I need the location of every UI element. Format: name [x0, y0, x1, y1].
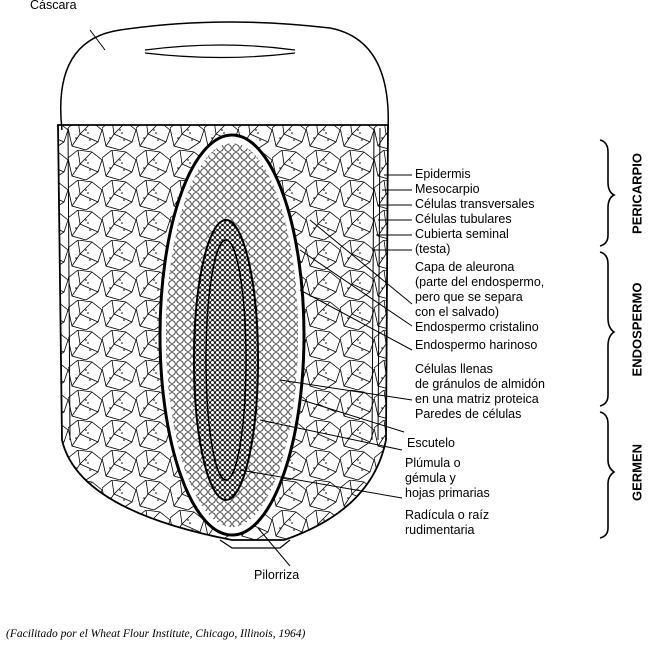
label-endospermo-cristalino: Endospermo cristalino: [415, 320, 539, 334]
hull-shape: [60, 21, 389, 131]
label-endospermo-harinoso: Endospermo harinoso: [415, 338, 538, 352]
label-cascara: Cáscara: [30, 0, 77, 12]
hull-groove: [144, 44, 296, 59]
leader-lines: [89, 29, 413, 567]
label-cubierta-seminal: Cubierta seminal: [415, 227, 509, 241]
label-epidermis: Epidermis: [415, 167, 471, 181]
label-celulas-llenas-2: de gránulos de almidón: [415, 377, 545, 391]
label-plumula-2: gémula y: [405, 471, 456, 485]
group-endospermo: ENDOSPERMO: [629, 282, 645, 377]
label-aleurona-2: (parte del endospermo,: [415, 275, 545, 289]
label-mesocarpio: Mesocarpio: [415, 182, 480, 196]
label-radicula-1: Radícula o raíz: [405, 508, 490, 522]
group-pericarpio: PERICARPIO: [629, 153, 645, 234]
label-aleurona-3: pero que se separa: [415, 290, 523, 304]
label-celulas-tubulares: Células tubulares: [415, 212, 512, 226]
label-plumula-3: hojas primarias: [405, 486, 490, 500]
label-celulas-llenas-1: Células llenas: [415, 362, 493, 376]
label-aleurona-1: Capa de aleurona: [415, 260, 515, 274]
label-pilorriza: Pilorriza: [254, 568, 300, 582]
label-celulas-transversales: Células transversales: [415, 197, 535, 211]
group-braces: [599, 139, 616, 539]
tip-cap: [219, 539, 291, 549]
source-caption: (Facilitado por el Wheat Flour Institute…: [6, 628, 306, 640]
label-testa: (testa): [415, 242, 451, 256]
label-aleurona-4: con el salvado): [415, 305, 500, 319]
label-radicula-2: rudimentaria: [405, 523, 475, 537]
label-escutelo: Escutelo: [407, 436, 455, 450]
label-celulas-llenas-3: en una matriz proteica: [415, 392, 539, 406]
label-paredes: Paredes de células: [415, 407, 522, 421]
group-germen: GERMEN: [629, 443, 645, 502]
label-plumula-1: Plúmula o: [405, 456, 461, 470]
